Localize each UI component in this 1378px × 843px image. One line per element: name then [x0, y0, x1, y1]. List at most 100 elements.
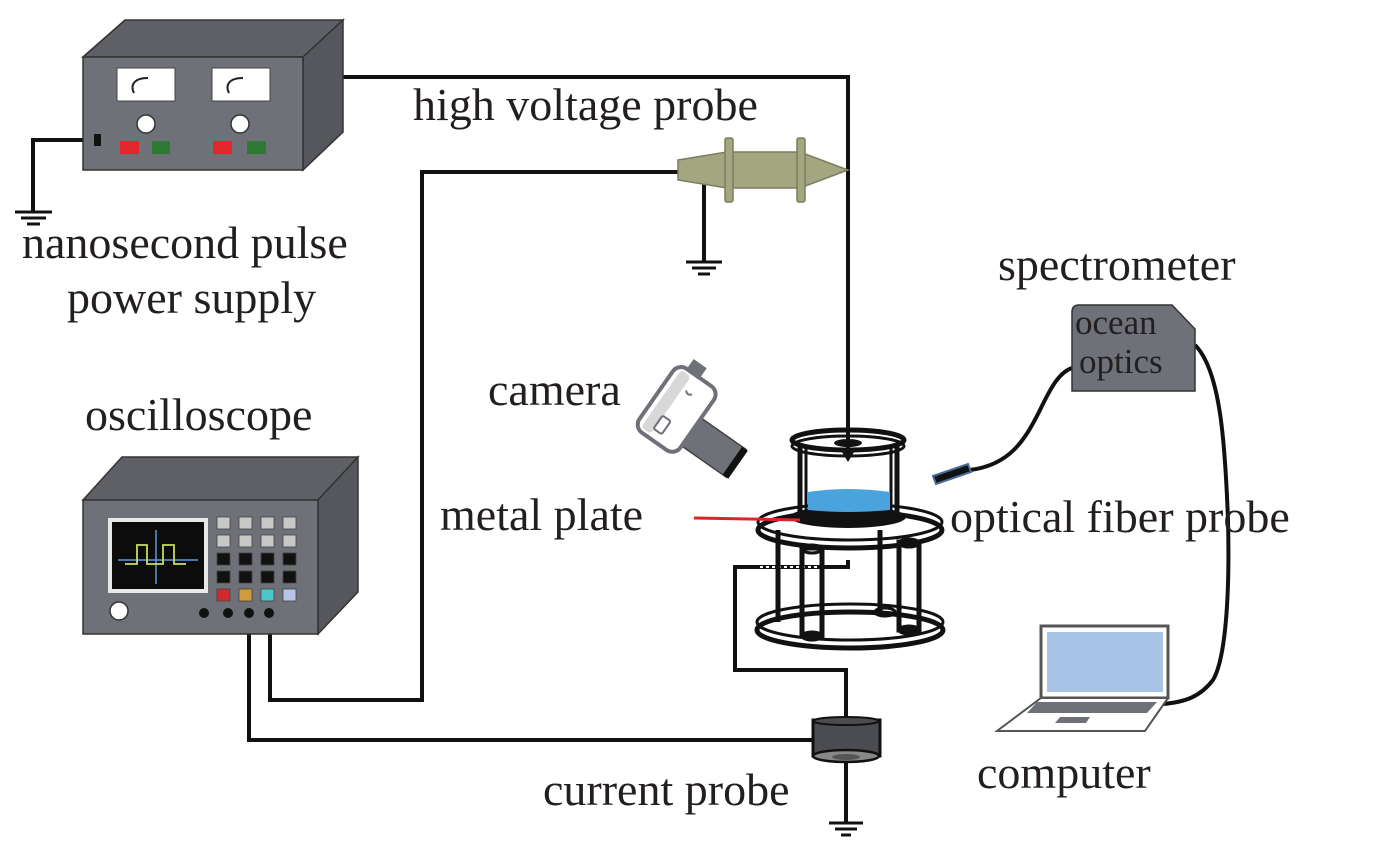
- wire-hv-output: [343, 75, 850, 455]
- laptop-keyboard: [1027, 702, 1157, 713]
- usb-cable-spec-to-computer: [1162, 343, 1231, 706]
- label-power-supply-line1: nanosecond pulse: [22, 217, 348, 268]
- hv-probe-body: [677, 151, 851, 189]
- camera-grip: [642, 371, 690, 433]
- osc-button: [238, 516, 253, 530]
- osc-button: [260, 534, 275, 548]
- meter-right: [211, 67, 271, 102]
- reactor-leg-foot-3: [873, 606, 897, 618]
- label-spectrometer: spectrometer: [998, 239, 1236, 290]
- osc-jack-1: [199, 608, 209, 618]
- wire-hv-probe-to-osc: [268, 170, 678, 702]
- meter-right-needle-icon: [226, 77, 244, 94]
- osc-button: [216, 570, 231, 584]
- reactor-base-bottom-ring: [754, 609, 946, 651]
- osc-power-knob: [109, 601, 129, 621]
- osc-button: [216, 552, 231, 566]
- osc-screen: [112, 522, 204, 589]
- ground-terminal: [94, 134, 101, 146]
- osc-button: [238, 570, 253, 584]
- green-button-left: [152, 141, 170, 154]
- camera: [635, 359, 748, 479]
- label-computer: computer: [977, 747, 1151, 798]
- reactor-leg-1: [799, 545, 825, 639]
- osc-button: [260, 516, 275, 530]
- nanosecond-pulse-power-supply: [81, 18, 345, 172]
- label-oscilloscope: oscilloscope: [85, 389, 312, 440]
- camera-screen-icon: [653, 415, 672, 435]
- label-camera: camera: [488, 364, 621, 415]
- metal-plate-disc: [790, 506, 906, 528]
- osc-jack-4: [264, 608, 274, 618]
- wires: [31, 75, 1231, 823]
- fiber-cable: [969, 366, 1073, 472]
- reactor: [754, 427, 946, 651]
- osc-button: [282, 534, 297, 548]
- osc-button: [282, 516, 297, 530]
- osc-button: [260, 570, 275, 584]
- reactor-lid-hub: [834, 439, 862, 447]
- wire-current-probe-to-osc: [247, 615, 816, 742]
- osc-button: [216, 588, 231, 602]
- spectrometer-brand-line2: optics: [1079, 342, 1163, 381]
- meter-left-needle-icon: [131, 77, 149, 94]
- camera-indicator-icon: [685, 390, 693, 396]
- labels: high voltage probe nanosecond pulse powe…: [22, 79, 1290, 815]
- metal-plate-pointer: [693, 516, 801, 522]
- label-metal-plate: metal plate: [440, 489, 643, 540]
- current-probe-top: [812, 716, 880, 726]
- reactor-lid-inner: [790, 434, 906, 458]
- red-button-left: [120, 141, 139, 154]
- knob-right: [230, 114, 250, 134]
- laptop-touchpad: [1055, 717, 1090, 723]
- osc-button: [216, 516, 231, 530]
- spectrometer-brand-line1: ocean: [1075, 303, 1157, 342]
- osc-button: [216, 534, 231, 548]
- wire-ps-ground: [31, 138, 98, 212]
- label-current-probe: current probe: [543, 764, 790, 815]
- ps-top-face: [81, 19, 345, 58]
- spectrometer: ocean optics: [1071, 303, 1196, 392]
- osc-pulse-trace: [125, 544, 186, 565]
- osc-jack-3: [244, 608, 254, 618]
- ground-symbol-hv-probe: [686, 260, 722, 276]
- camera-top-button: [685, 359, 707, 380]
- camera-lens-front: [722, 446, 748, 479]
- wire-reactor-ground: [733, 560, 850, 720]
- osc-button: [238, 552, 253, 566]
- fiber-probe-tip: [931, 462, 973, 486]
- reactor-lid: [789, 427, 907, 453]
- ground-symbol-ps: [15, 210, 52, 226]
- label-hv-probe: high voltage probe: [413, 79, 758, 130]
- ground-symbol-current-probe: [829, 821, 863, 837]
- current-probe: [811, 716, 882, 764]
- oscilloscope: [81, 455, 360, 636]
- high-voltage-probe: [677, 137, 851, 203]
- osc-button: [282, 552, 297, 566]
- osc-button: [260, 552, 275, 566]
- knob-left: [136, 114, 156, 134]
- reactor-leg-foot-1: [800, 630, 824, 642]
- current-probe-hole: [832, 754, 860, 760]
- hv-probe-flange-1: [724, 137, 734, 203]
- spectrometer-body: [1071, 304, 1196, 392]
- hv-probe-flange-2: [796, 137, 806, 203]
- osc-button-grid: [216, 516, 297, 602]
- water-layer: [808, 489, 890, 512]
- reactor-leg-foot-2: [897, 624, 921, 636]
- osc-button: [238, 588, 253, 602]
- osc-button: [282, 588, 297, 602]
- osc-button: [282, 570, 297, 584]
- meter-left: [116, 67, 176, 102]
- osc-top-face: [81, 456, 360, 501]
- label-optical-fiber-probe: optical fiber probe: [950, 491, 1290, 542]
- computer: [994, 624, 1170, 732]
- label-power-supply-line2: power supply: [67, 272, 316, 323]
- laptop-screen: [1047, 632, 1163, 692]
- red-button-right: [213, 141, 232, 154]
- reactor-base-bottom-ring-inner: [755, 602, 945, 642]
- optical-fiber-probe: [931, 462, 973, 486]
- osc-button: [260, 588, 275, 602]
- green-button-right: [247, 141, 266, 154]
- osc-button: [238, 534, 253, 548]
